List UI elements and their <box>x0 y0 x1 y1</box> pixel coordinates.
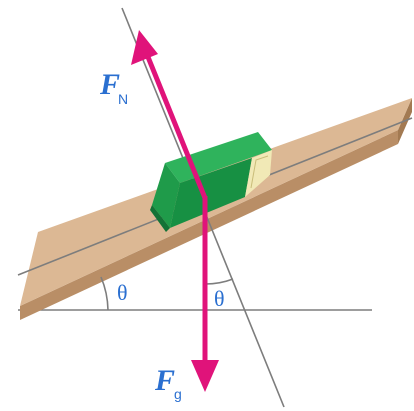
normal-force-arrow <box>131 30 208 199</box>
normal-force-subscript: N <box>118 91 128 107</box>
incline-angle-arc <box>100 276 109 311</box>
book-spine-shadow <box>150 205 170 232</box>
book-pages-lines <box>250 155 269 189</box>
force-angle-label: θ <box>214 286 225 311</box>
incline-angle-label: θ <box>117 280 128 305</box>
board-side <box>20 130 398 320</box>
gravity-force-arrow <box>191 196 219 392</box>
gravity-force-label: F <box>154 364 175 397</box>
book-front-face <box>152 163 180 228</box>
normal-force-head <box>131 30 158 65</box>
book <box>150 132 272 232</box>
normal-force-shaft <box>143 51 208 199</box>
gravity-force-head <box>191 360 219 392</box>
book-front-face-lower <box>170 158 252 228</box>
normal-force-label: F <box>99 68 120 101</box>
force-angle-arc <box>204 278 234 285</box>
gravity-force-subscript: g <box>174 386 182 402</box>
